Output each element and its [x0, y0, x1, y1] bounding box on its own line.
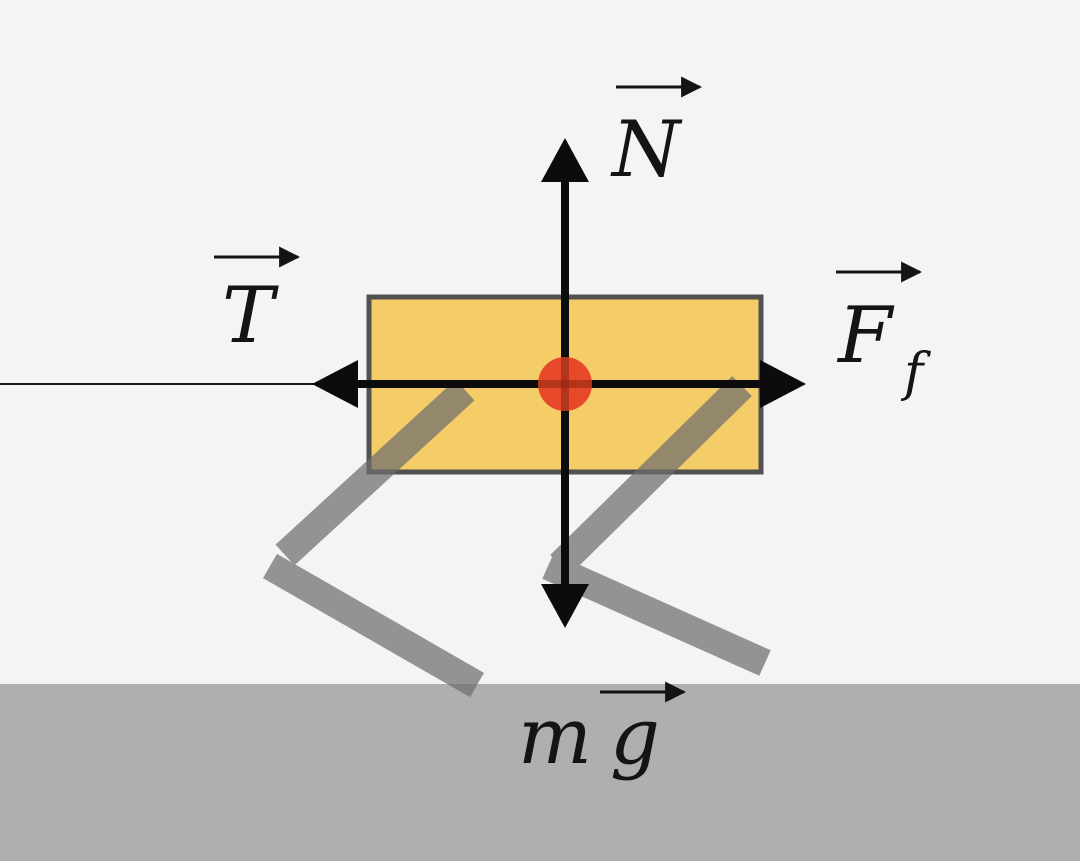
- label-tension: T: [214, 246, 301, 361]
- normal-force-arrow: [541, 138, 589, 182]
- weight-g-text: g: [610, 692, 660, 782]
- ground: [0, 684, 1080, 861]
- tension-force-arrow: [312, 360, 358, 408]
- left-leg-upper: [275, 379, 475, 566]
- right-leg-lower: [542, 553, 771, 676]
- tension-label-text: T: [222, 271, 279, 361]
- friction-label-text: F: [836, 291, 895, 381]
- leg-shadows: [263, 376, 771, 698]
- label-normal: N: [610, 76, 703, 195]
- weight-mass-text: m: [518, 692, 592, 782]
- com-crossbar-vertical: [561, 357, 569, 411]
- normal-label-text: N: [610, 105, 683, 195]
- label-weight: m g: [518, 681, 687, 782]
- left-leg-lower: [263, 553, 484, 698]
- friction-force-arrow: [760, 360, 806, 408]
- right-leg-upper: [550, 376, 752, 575]
- weight-force-arrow: [541, 584, 589, 628]
